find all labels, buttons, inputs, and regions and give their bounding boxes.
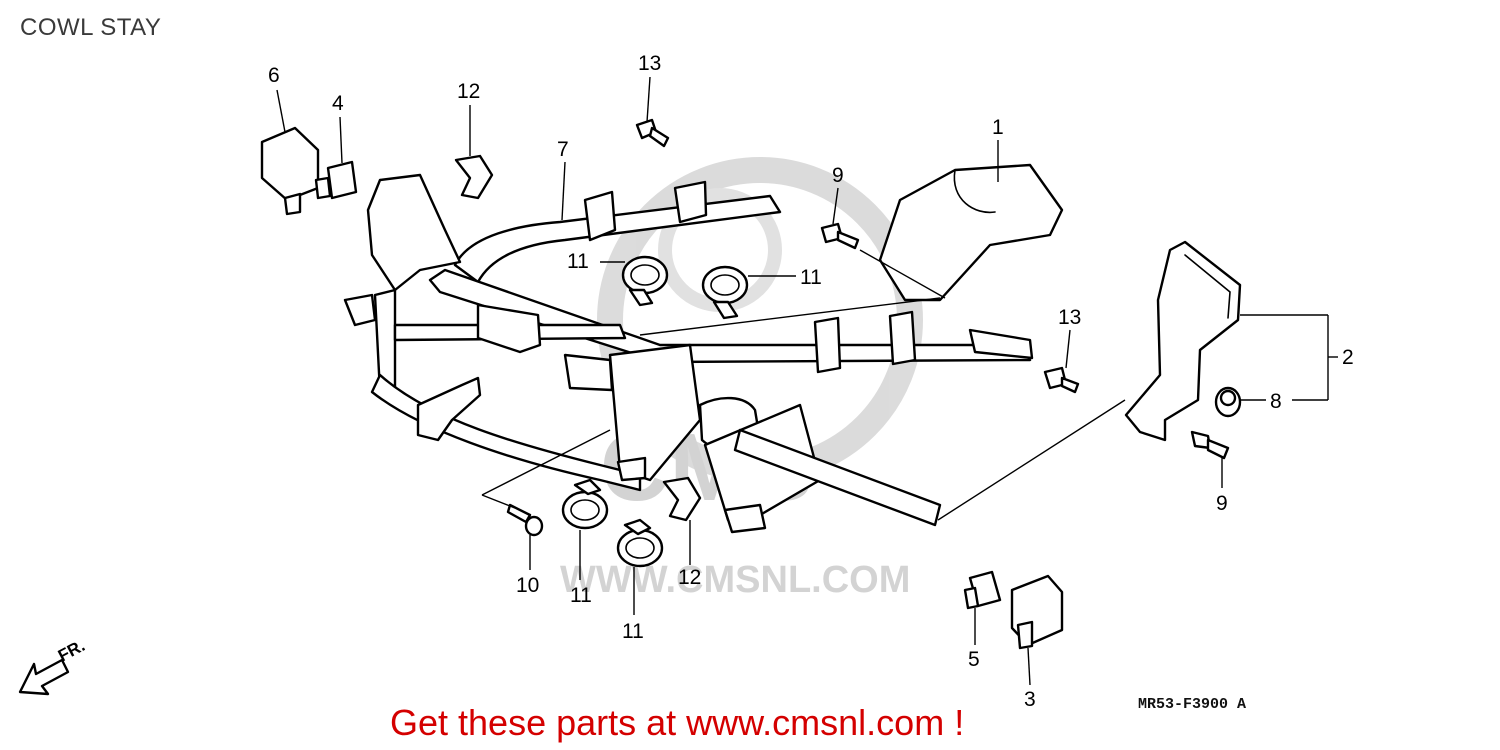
part-2-side-cover[interactable] xyxy=(1124,240,1242,442)
callout-11-d: 11 xyxy=(622,620,644,643)
clamp-11-c[interactable] xyxy=(561,478,609,530)
footer-link-text[interactable]: Get these parts at www.cmsnl.com ! xyxy=(390,702,965,743)
callout-2: 2 xyxy=(1342,346,1354,369)
part-6-relay[interactable] xyxy=(260,126,320,216)
bolt-13-right[interactable] xyxy=(1043,366,1080,394)
part-4-connector[interactable] xyxy=(314,160,358,200)
watermark-url: WWW.CMSNL.COM xyxy=(560,559,910,601)
part-8-grommet[interactable] xyxy=(1214,386,1242,418)
callout-9-right: 9 xyxy=(1216,492,1228,515)
leader-lines xyxy=(276,76,1338,686)
bolt-9-top[interactable] xyxy=(820,222,860,250)
part-3-relay[interactable] xyxy=(1010,574,1064,650)
clip-12-top[interactable] xyxy=(454,154,494,200)
callout-7: 7 xyxy=(557,138,569,161)
callout-12-top: 12 xyxy=(457,80,480,103)
callout-13-top: 13 xyxy=(638,52,661,75)
callout-10: 10 xyxy=(516,574,539,597)
callout-11-a: 11 xyxy=(567,250,589,273)
callout-13-right: 13 xyxy=(1058,306,1081,329)
clamp-11-d[interactable] xyxy=(616,518,664,568)
page-title: COWL STAY xyxy=(20,14,162,41)
cowl-stay-frame[interactable] xyxy=(343,173,1034,534)
callout-6: 6 xyxy=(268,64,280,87)
part-1-cover[interactable] xyxy=(878,163,1064,302)
callout-12-bottom: 12 xyxy=(678,566,701,589)
front-direction-arrow: FR. xyxy=(18,636,88,696)
callout-5: 5 xyxy=(968,648,980,671)
callout-11-c: 11 xyxy=(570,584,592,607)
part-5-connector[interactable] xyxy=(963,570,1002,610)
clamp-11-a[interactable] xyxy=(621,255,669,307)
callout-1: 1 xyxy=(992,116,1004,139)
clamp-11-b[interactable] xyxy=(701,265,749,320)
callout-8: 8 xyxy=(1270,390,1282,413)
bolt-9-right[interactable] xyxy=(1190,430,1230,460)
callout-3: 3 xyxy=(1024,688,1036,711)
bolt-13-top[interactable] xyxy=(635,118,670,148)
callout-4: 4 xyxy=(332,92,344,115)
callouts: 6 4 12 13 7 9 1 11 11 13 2 8 9 10 11 11 … xyxy=(268,52,1354,711)
clip-12-bottom[interactable] xyxy=(662,476,702,522)
diagram-code: MR53-F3900 A xyxy=(1138,696,1246,713)
screw-10[interactable] xyxy=(506,503,544,537)
callout-9-top: 9 xyxy=(832,164,844,187)
callout-11-b: 11 xyxy=(800,266,822,289)
